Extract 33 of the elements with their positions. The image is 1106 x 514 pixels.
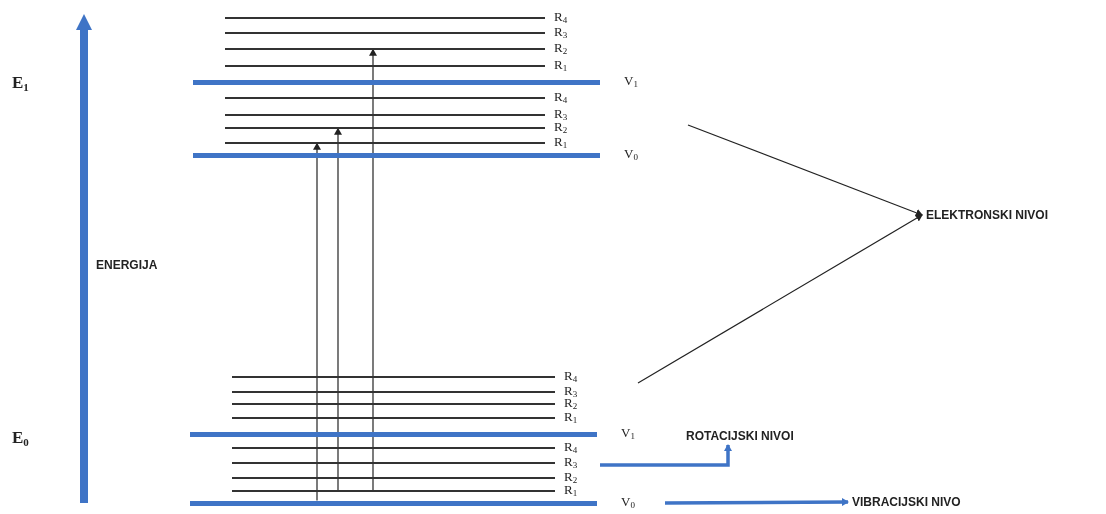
level-label: R$_{2}$ xyxy=(554,121,568,133)
level-label: R$_{3}$ xyxy=(564,456,578,468)
level-label: R$_{1}$ xyxy=(564,411,578,423)
axis-label: ENERGIJA xyxy=(96,257,158,274)
transition-arrow xyxy=(334,127,342,491)
level-label: R$_{2}$ xyxy=(554,42,568,54)
pointer-arrow xyxy=(600,444,732,467)
level-label: V$_{0}$ xyxy=(624,148,638,160)
level-label: R$_{1}$ xyxy=(564,484,578,496)
level-label: R$_{3}$ xyxy=(554,108,568,120)
level-label: R$_{4}$ xyxy=(564,370,578,382)
level-type-label: ROTACIJSKI NIVOI xyxy=(686,429,794,443)
level-label: V$_{1}$ xyxy=(624,75,638,87)
level-label: R$_{4}$ xyxy=(554,11,568,23)
level-label: V$_{1}$ xyxy=(621,427,635,439)
level-type-label: ELEKTRONSKI NIVOI xyxy=(926,208,1048,222)
level-label: R$_{3}$ xyxy=(554,26,568,38)
level-type-label: VIBRACIJSKI NIVO xyxy=(852,495,961,509)
level-label: R$_{4}$ xyxy=(554,91,568,103)
leader-line xyxy=(637,214,923,384)
level-label: R$_{4}$ xyxy=(564,441,578,453)
level-label: R$_{1}$ xyxy=(554,136,568,148)
transition-arrow xyxy=(313,142,321,502)
transition-arrow xyxy=(369,48,377,491)
level-label: V$_{0}$ xyxy=(621,496,635,508)
pointer-arrow xyxy=(665,498,849,507)
energy-level-label: E$_{1}$ xyxy=(12,72,29,95)
leader-line xyxy=(687,124,923,217)
level-label: R$_{2}$ xyxy=(564,471,578,483)
level-label: R$_{2}$ xyxy=(564,397,578,409)
energy-level-label: E$_{0}$ xyxy=(12,427,29,450)
level-label: R$_{3}$ xyxy=(564,385,578,397)
level-label: R$_{1}$ xyxy=(554,59,568,71)
